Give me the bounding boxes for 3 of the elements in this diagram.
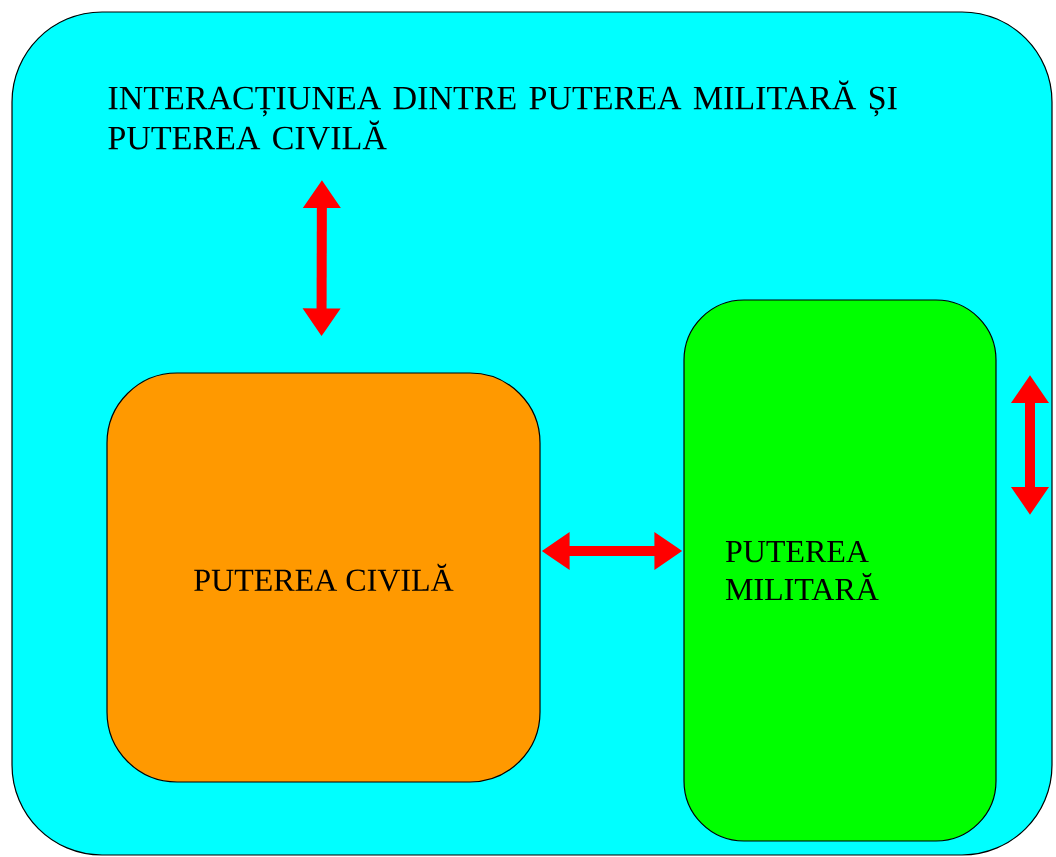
rounded-box: PUTEREA MILITARĂ <box>683 299 997 842</box>
rounded-box: PUTEREA CIVILĂ <box>106 372 541 783</box>
title-text: INTERACȚIUNEA DINTRE PUTEREA MILITARĂ ȘI PUTEREA CIVILĂ <box>108 80 897 150</box>
